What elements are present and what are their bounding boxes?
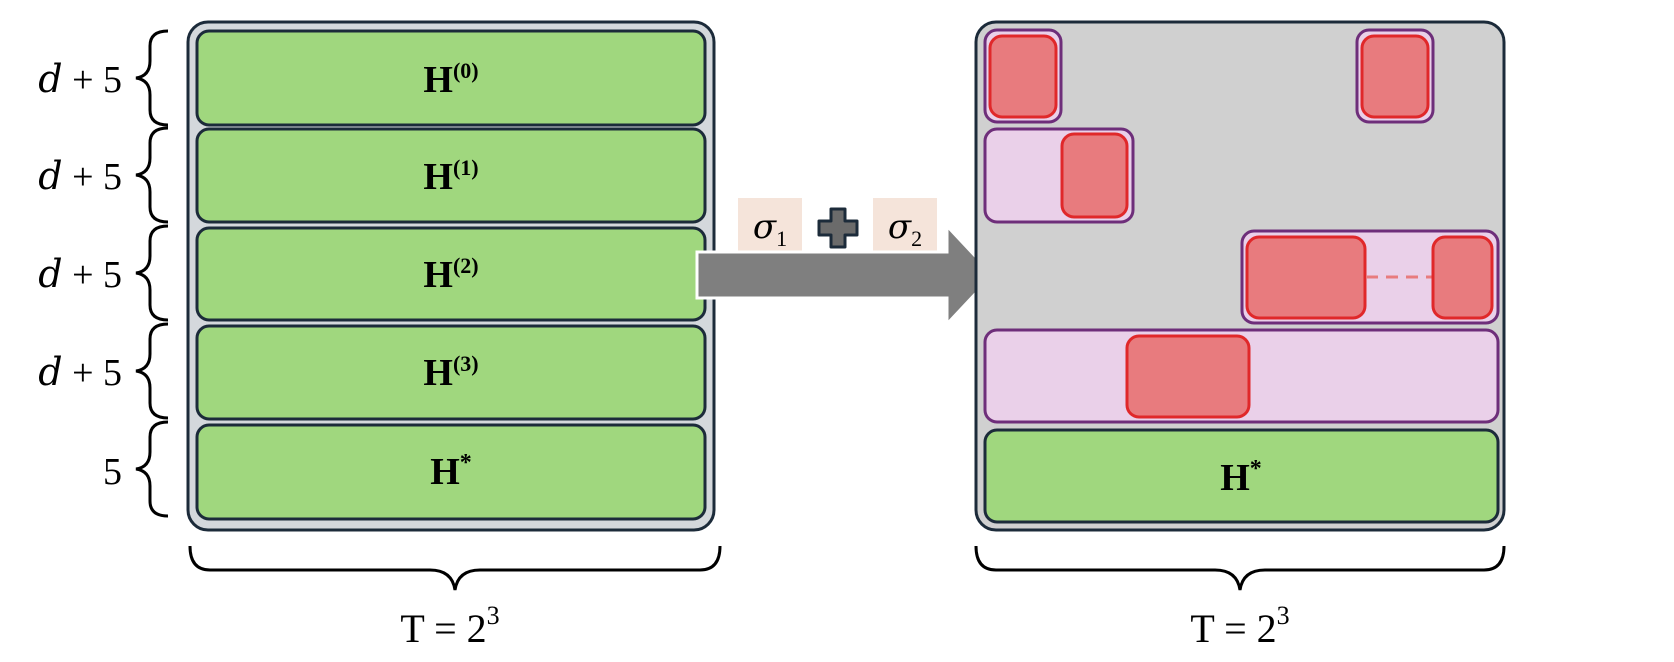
row1-cell (1060, 132, 1129, 219)
block-label-h2: H(2) (423, 253, 478, 296)
sigma2-label: σ2 (888, 207, 922, 251)
left-bottom-label: T = 23 (400, 601, 499, 651)
row-label-1: d + 5 (38, 154, 122, 198)
block-label-h0: H(0) (423, 58, 478, 101)
row2-cell-b (1431, 235, 1494, 320)
block-label-h1: H(1) (423, 155, 478, 198)
sigma2-box (873, 198, 937, 252)
row-label-2: d + 5 (38, 252, 122, 296)
right-block-hstar (983, 428, 1500, 524)
right-bottom-brace (974, 545, 1506, 591)
row-labels: d + 5 d + 5 d + 5 d + 5 5 (38, 57, 122, 493)
transform-group: σ1 σ2 (695, 198, 996, 328)
left-panel: d + 5 d + 5 d + 5 d + 5 5 H(0) H(1) H(2)… (38, 20, 722, 651)
block-label-h3: H(3) (423, 351, 478, 394)
sigma1-label: σ1 (753, 207, 787, 251)
row-brace-1 (135, 126, 169, 224)
block-h0 (195, 29, 707, 127)
right-bottom-label: T = 23 (1190, 601, 1289, 651)
row-brace-0 (135, 29, 169, 127)
row0-cell-a (988, 34, 1058, 119)
row2-cell-a (1245, 235, 1367, 320)
left-bottom-brace (188, 545, 722, 591)
row-brace-2 (135, 224, 169, 322)
block-h3 (195, 324, 707, 421)
transform-arrow (695, 222, 996, 328)
row-brace-3 (135, 322, 169, 420)
block-label-hstar: H* (430, 450, 472, 493)
row0-cell-b (1360, 34, 1430, 119)
plus-icon (817, 207, 859, 249)
row3-cell (1125, 334, 1251, 419)
block-h1 (195, 127, 707, 224)
row-label-3: d + 5 (38, 350, 122, 394)
left-block-labels: H(0) H(1) H(2) H(3) H* (423, 58, 478, 493)
row-braces (135, 29, 169, 518)
row-label-4: 5 (103, 451, 122, 493)
block-hstar (195, 423, 707, 521)
right-block-label-hstar: H* (1220, 456, 1262, 499)
row-brace-4 (135, 420, 169, 518)
right-panel: H* T = 23 (974, 20, 1506, 651)
sigma1-box (738, 198, 802, 252)
row-label-0: d + 5 (38, 57, 122, 101)
